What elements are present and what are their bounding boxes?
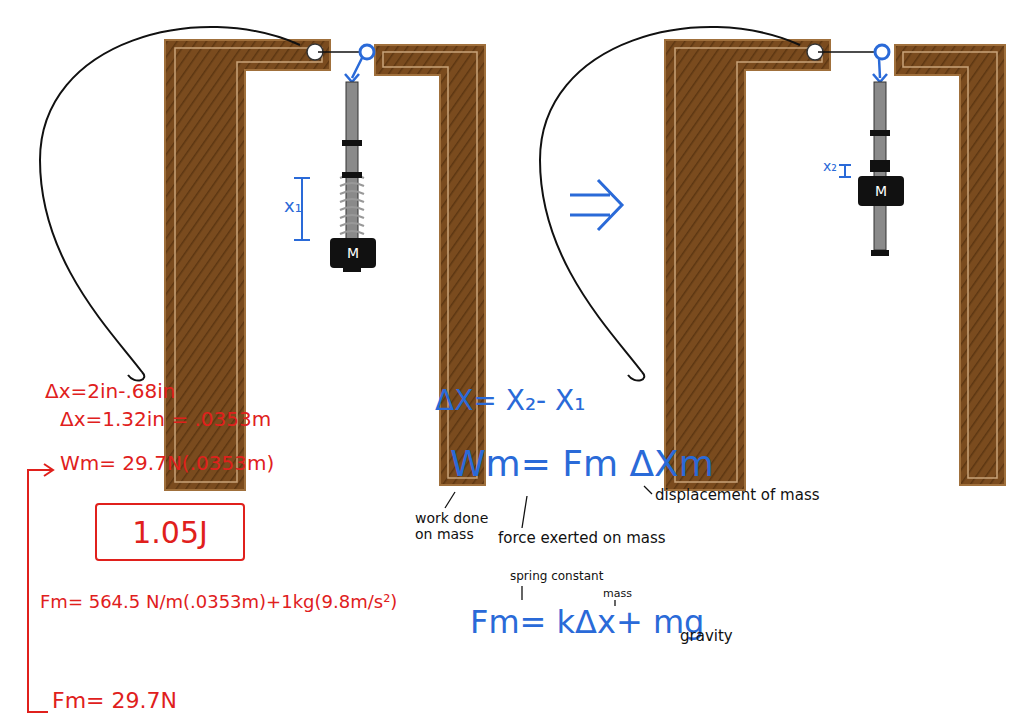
mass-block: M bbox=[858, 176, 904, 206]
equation: Wm= Fm ΔXm bbox=[450, 443, 714, 484]
node-text: 1.05J bbox=[132, 515, 208, 550]
annotation: force exerted on mass bbox=[498, 530, 666, 547]
calc-line: Fm= 29.7N bbox=[52, 688, 177, 713]
calc-line: Fm= 564.5 N/m(.0353m)+1kg(9.8m/s²) bbox=[40, 592, 397, 613]
node-text: M bbox=[347, 245, 359, 261]
result-box: 1.05J bbox=[95, 503, 245, 561]
implies-arrow bbox=[570, 180, 622, 230]
calc-line: Wm= 29.7N(.0353m) bbox=[60, 452, 274, 475]
node-text: M bbox=[875, 183, 887, 199]
calc-line: Δx=1.32in = .0353m bbox=[60, 408, 271, 431]
dimension-label: x₂ bbox=[823, 158, 837, 174]
dimension-label: x₁ bbox=[284, 196, 302, 217]
annotation: spring constant bbox=[510, 570, 603, 584]
equation: Fm= kΔx+ mg bbox=[470, 604, 704, 641]
spring-assembly bbox=[839, 45, 890, 256]
annotation: displacement of mass bbox=[655, 487, 820, 504]
wooden-frame bbox=[665, 40, 1005, 490]
mass-block: M bbox=[330, 238, 376, 268]
annotation: mass bbox=[603, 588, 632, 601]
calc-line: Δx=2in-.68in bbox=[45, 380, 176, 403]
annotation: work done on mass bbox=[415, 510, 505, 542]
equation: ΔX= X₂- X₁ bbox=[435, 385, 586, 417]
annotation: gravity bbox=[680, 628, 733, 645]
bracket-arrow bbox=[28, 464, 53, 712]
